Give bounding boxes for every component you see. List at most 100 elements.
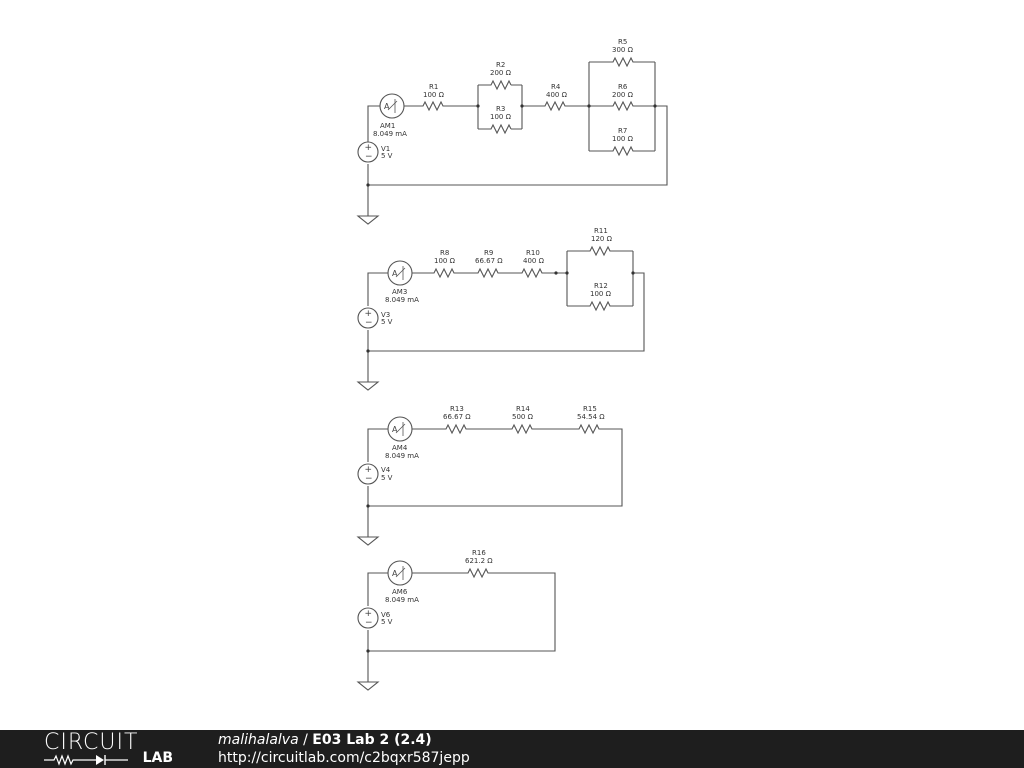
- ammeter-name: AM6: [392, 588, 408, 596]
- resistor-name: R12: [594, 282, 608, 290]
- ground-icon: [356, 536, 380, 546]
- svg-text:−: −: [365, 618, 373, 628]
- resistor-name: R14: [516, 405, 530, 413]
- resistor-r15[interactable]: [577, 423, 601, 435]
- resistor-name: R11: [594, 227, 608, 235]
- resistor-r12[interactable]: [588, 300, 612, 312]
- heading-separator: /: [303, 732, 308, 748]
- source-value: 5 V: [381, 618, 393, 626]
- project-url[interactable]: http://circuitlab.com/c2bqxr587jepp: [218, 750, 470, 766]
- svg-text:+: +: [365, 609, 373, 619]
- ammeter-name: AM4: [392, 444, 408, 452]
- resistor-name: R4: [551, 83, 561, 91]
- resistor-r4[interactable]: [543, 100, 567, 112]
- ammeter-name: AM3: [392, 288, 407, 296]
- circuit-schematic: A AM1 8.049 mA + − V1 5 V R1 100 Ω R2 20…: [356, 38, 668, 691]
- resistor-value: 100 Ω: [423, 91, 445, 99]
- junction-dot: [520, 104, 524, 108]
- ammeter-icon[interactable]: A: [387, 260, 413, 286]
- junction-dot: [587, 104, 591, 108]
- ammeter-reading: 8.049 mA: [385, 452, 419, 460]
- resistor-r8[interactable]: [432, 267, 456, 279]
- logo-resistor-diode-icon: [44, 754, 128, 766]
- circuit-1: A AM1 8.049 mA + − V1 5 V R1 100 Ω R2 20…: [356, 38, 668, 225]
- source-value: 5 V: [381, 152, 393, 160]
- junction-dot: [366, 504, 370, 508]
- resistor-value: 400 Ω: [546, 91, 568, 99]
- resistor-value: 200 Ω: [612, 91, 634, 99]
- resistor-r14[interactable]: [510, 423, 534, 435]
- ground-icon: [356, 681, 380, 691]
- svg-text:A: A: [392, 569, 398, 578]
- svg-text:−: −: [365, 152, 373, 162]
- resistor-r7[interactable]: [611, 145, 635, 157]
- wire-c3: [367, 428, 623, 537]
- junction-dot: [631, 271, 635, 275]
- voltage-source-icon[interactable]: + −: [357, 141, 379, 163]
- resistor-name: R1: [429, 83, 438, 91]
- svg-text:A: A: [392, 269, 398, 278]
- resistor-r3[interactable]: [489, 123, 512, 135]
- footer-bar: CIRCUIT LAB malihalalva / E03 Lab 2 (2.4…: [0, 730, 1024, 768]
- resistor-value: 621.2 Ω: [465, 557, 493, 565]
- source-name: V1: [381, 145, 390, 153]
- resistor-r1[interactable]: [421, 100, 445, 112]
- voltage-source-icon[interactable]: + −: [357, 463, 379, 485]
- resistor-r10[interactable]: [520, 267, 544, 279]
- resistor-name: R15: [583, 405, 597, 413]
- ground-icon: [356, 381, 380, 391]
- resistor-name: R16: [472, 549, 486, 557]
- ammeter-reading: 8.049 mA: [385, 596, 419, 604]
- resistor-r5[interactable]: [611, 56, 635, 68]
- svg-text:−: −: [365, 318, 373, 328]
- ground-icon: [356, 215, 380, 225]
- circuit-3: A AM4 8.049 mA + − V4 5 V R13 66.67 Ω R1…: [356, 405, 623, 546]
- resistor-r2[interactable]: [489, 79, 512, 91]
- source-value: 5 V: [381, 474, 393, 482]
- resistor-r9[interactable]: [476, 267, 500, 279]
- author-link[interactable]: malihalalva: [218, 732, 299, 748]
- resistor-value: 54.54 Ω: [577, 413, 605, 421]
- resistor-r6[interactable]: [611, 100, 635, 112]
- source-name: V4: [381, 466, 391, 474]
- resistor-value: 100 Ω: [490, 113, 512, 121]
- svg-text:+: +: [365, 465, 373, 475]
- svg-text:A: A: [384, 102, 390, 111]
- logo-text-top: CIRCUIT: [44, 730, 139, 755]
- resistor-name: R7: [618, 127, 627, 135]
- junction-dot: [366, 349, 370, 353]
- resistor-value: 500 Ω: [512, 413, 534, 421]
- resistor-value: 66.67 Ω: [475, 257, 503, 265]
- resistor-value: 100 Ω: [590, 290, 612, 298]
- junction-dot: [366, 183, 370, 187]
- resistor-value: 100 Ω: [434, 257, 456, 265]
- ammeter-reading: 8.049 mA: [385, 296, 419, 304]
- resistor-value: 120 Ω: [591, 235, 613, 243]
- resistor-value: 100 Ω: [612, 135, 634, 143]
- circuitlab-logo[interactable]: CIRCUIT LAB: [44, 732, 174, 766]
- svg-text:+: +: [365, 143, 373, 153]
- resistor-value: 300 Ω: [612, 46, 634, 54]
- resistor-name: R5: [618, 38, 627, 46]
- circuit-2: A AM3 8.049 mA + − V3 5 V R8 100 Ω R9 66…: [356, 227, 645, 391]
- logo-text-bottom: LAB: [142, 750, 173, 766]
- resistor-r11[interactable]: [588, 245, 612, 257]
- junction-dot: [366, 649, 370, 653]
- ammeter-icon[interactable]: A: [387, 560, 413, 586]
- resistor-name: R3: [496, 105, 505, 113]
- ammeter-icon[interactable]: A: [387, 416, 413, 442]
- resistor-r16[interactable]: [466, 567, 490, 579]
- junction-dot: [554, 271, 558, 275]
- resistor-name: R8: [440, 249, 449, 257]
- resistor-value: 66.67 Ω: [443, 413, 471, 421]
- ammeter-icon[interactable]: A: [379, 93, 405, 119]
- ammeter-name: AM1: [380, 122, 395, 130]
- voltage-source-icon[interactable]: + −: [357, 607, 379, 629]
- voltage-source-icon[interactable]: + −: [357, 307, 379, 329]
- project-title[interactable]: E03 Lab 2 (2.4): [312, 732, 432, 748]
- resistor-name: R9: [484, 249, 493, 257]
- resistor-r13[interactable]: [444, 423, 468, 435]
- junction-dot: [476, 104, 480, 108]
- resistor-name: R2: [496, 61, 505, 69]
- source-name: V3: [381, 311, 390, 319]
